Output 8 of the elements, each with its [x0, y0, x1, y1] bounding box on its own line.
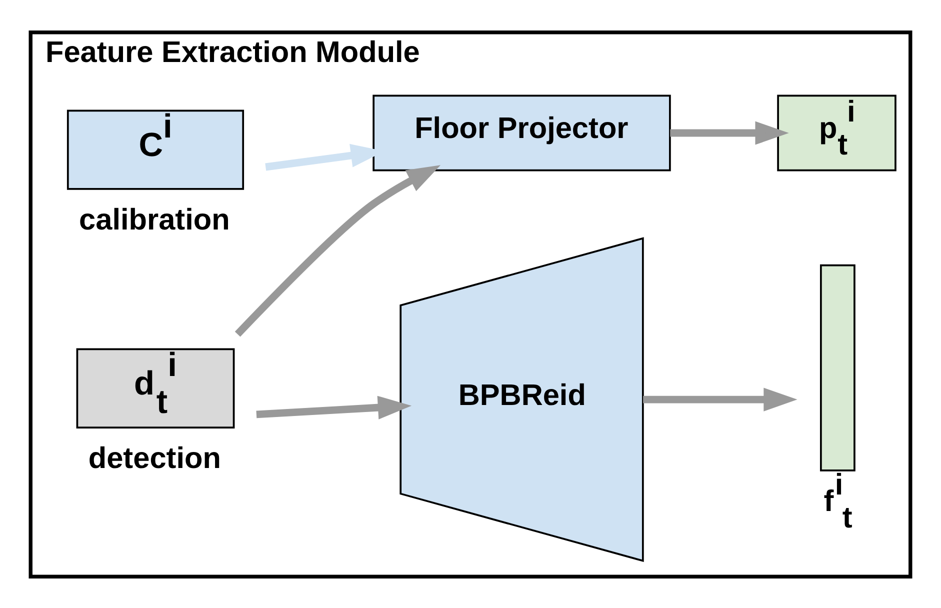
node-box: Floor Projector: [372, 94, 671, 171]
arrow: [234, 164, 441, 336]
node-label: calibration: [79, 203, 230, 236]
arrow: [670, 120, 789, 144]
node-box: BPBReid: [400, 236, 644, 562]
arrow: [643, 387, 798, 411]
node-label: detection: [88, 442, 221, 475]
arrow: [256, 395, 412, 419]
